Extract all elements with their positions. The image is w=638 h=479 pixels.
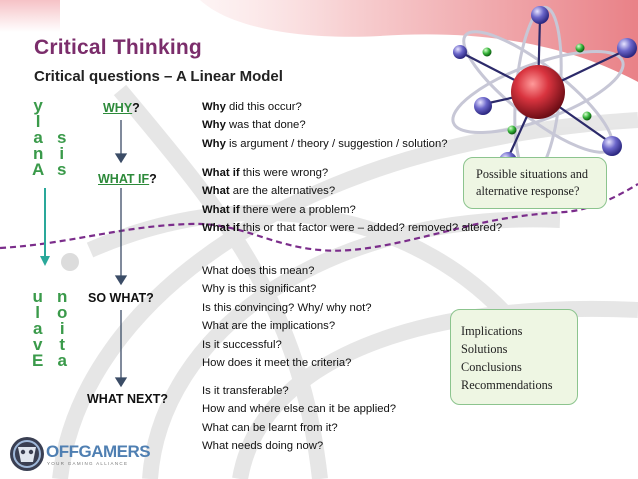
offgamers-logo-icon	[10, 437, 44, 471]
flow-so-what: SO WHAT?	[88, 291, 154, 305]
question-line: What does this mean?	[202, 265, 315, 277]
so-what-questions: What does this mean? Why is this signifi…	[202, 262, 372, 372]
what-next-questions: Is it transferable? How and where else c…	[202, 382, 396, 456]
question-line: Why is argument / theory / suggestion / …	[202, 137, 448, 150]
question-line: How does it meet the criteria?	[202, 357, 352, 370]
flow-arrows	[114, 120, 128, 388]
question-line: Why was that done?	[202, 119, 306, 132]
question-line: Why did this occur?	[202, 101, 302, 113]
question-line: What can be learnt from it?	[202, 421, 338, 434]
question-line: What are the implications?	[202, 320, 336, 333]
question-line: Is it successful?	[202, 338, 282, 351]
question-line: What needs doing now?	[202, 440, 324, 453]
offgamers-logo-tagline: YOUR GAMING ALLIANCE	[47, 461, 129, 466]
question-line: Is this convincing? Why/ why not?	[202, 301, 372, 314]
evaluation-label-col1: u l a v E	[32, 287, 44, 370]
dashed-divider	[0, 183, 638, 252]
question-line: What if this were wrong?	[202, 167, 329, 179]
what-if-questions: What if this were wrong? What are the al…	[202, 164, 502, 238]
flow-what-next: WHAT NEXT?	[87, 392, 169, 406]
evaluation-label-col2: n o i t a	[57, 287, 68, 370]
flow-why: WHY?	[103, 101, 140, 115]
arc-dot	[61, 253, 79, 271]
possible-situations-box: Possible situations and alternative resp…	[463, 157, 607, 209]
page-title: Critical Thinking	[34, 36, 202, 59]
analysis-label-col1: y l a n A	[32, 96, 45, 179]
question-line: What if there were a problem?	[202, 203, 356, 216]
header-band	[60, 0, 638, 82]
question-line: Why is this significant?	[202, 283, 317, 296]
question-line: What are the alternatives?	[202, 185, 336, 198]
page-subtitle: Critical questions – A Linear Model	[34, 68, 283, 85]
analysis-evaluation-arrow	[40, 188, 50, 266]
question-line: Is it transferable?	[202, 385, 289, 397]
flow-what-if: WHAT IF?	[98, 172, 157, 186]
why-questions: Why did this occur? Why was that done? W…	[202, 98, 448, 153]
offgamers-logo-text: OFFGAMERS	[46, 442, 151, 461]
corner-block	[0, 0, 60, 32]
question-line: What if this or that factor were – added…	[202, 222, 503, 235]
question-line: How and where else can it be applied?	[202, 403, 397, 416]
implications-box: Implications Solutions Conclusions Recom…	[450, 309, 578, 405]
analysis-label-col2: s i s	[57, 128, 67, 179]
